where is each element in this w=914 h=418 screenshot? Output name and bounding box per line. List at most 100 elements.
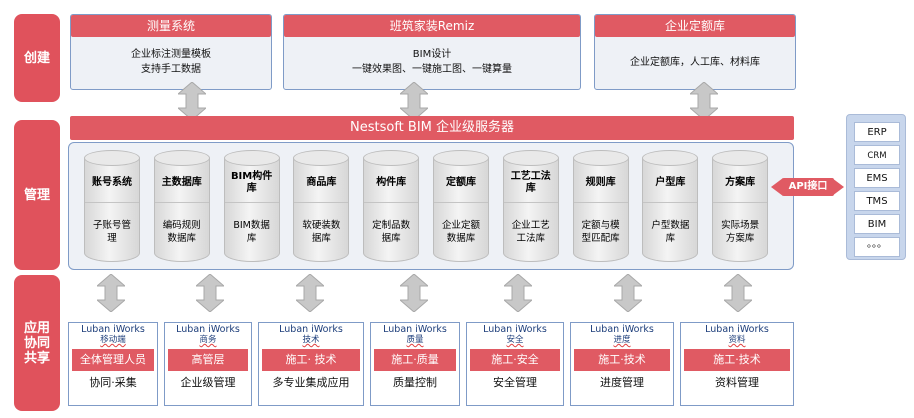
database-name: 商品库 — [294, 158, 349, 203]
app-title: Luban iWorks — [383, 324, 447, 335]
app-title: Luban iWorks — [279, 324, 343, 335]
side-label-create: 创建 — [14, 14, 60, 102]
app-title: Luban iWorks — [483, 324, 547, 335]
app-function: 企业级管理 — [180, 376, 236, 389]
double-arrow-icon — [178, 82, 206, 120]
database-cylinder: 商品库软硬装数 据库 — [293, 150, 350, 262]
double-arrow-icon — [196, 274, 224, 312]
cylinder-body: 定额库企业定额 数据库 — [432, 158, 489, 262]
database-desc: 定额与模 型匹配库 — [581, 220, 620, 244]
external-system-item: BIM — [854, 214, 900, 234]
external-system-item: TMS — [854, 191, 900, 211]
top-panel-quota: 企业定额库 企业定额库，人工库、材料库 — [594, 14, 796, 90]
external-system-item: 。。。 — [854, 237, 900, 257]
top-panel-line: 一键效果图、一键施工图、一键算量 — [352, 64, 512, 75]
arrow-left-icon — [771, 178, 783, 196]
cylinder-cap — [363, 150, 420, 166]
app-role: 施工·技术 — [574, 349, 670, 371]
server-title-bar: Nestsoft BIM 企业级服务器 — [70, 116, 794, 140]
app-role: 施工· 技术 — [262, 349, 360, 371]
app-subtitle: 技术 — [302, 335, 320, 345]
app-box-progress: Luban iWorks 进度 施工·技术 进度管理 — [570, 322, 674, 406]
app-subtitle: 安全 — [506, 335, 524, 345]
cylinder-cap — [502, 150, 559, 166]
app-title: Luban iWorks — [705, 324, 769, 335]
app-title: Luban iWorks — [590, 324, 654, 335]
database-cylinder: BIM构件 库 BIM数据 库 — [223, 150, 280, 262]
external-system-item: EMS — [854, 168, 900, 188]
api-interface-label: API接口 — [782, 178, 834, 196]
database-desc: 企业定额 数据库 — [441, 220, 480, 244]
cylinder-body: BIM构件 库 BIM数据 库 — [223, 158, 280, 262]
app-subtitle: 商务 — [199, 335, 217, 345]
database-row: 账号系统子账号管 理 主数据库编码规则 数据库 BIM构件 库 BIM数据 库 商… — [84, 150, 769, 262]
app-subtitle: 进度 — [613, 335, 631, 345]
top-panel-title: 班筑家装Remiz — [284, 15, 580, 37]
database-cylinder: 工艺工法 库企业工艺 工法库 — [502, 150, 559, 262]
app-role: 施工·质量 — [374, 349, 456, 371]
double-arrow-icon — [400, 274, 428, 312]
cylinder-cap — [153, 150, 210, 166]
double-arrow-icon — [614, 274, 642, 312]
cylinder-cap — [712, 150, 769, 166]
app-function: 资料管理 — [715, 376, 759, 389]
app-role: 全体管理人员 — [72, 349, 154, 371]
database-cylinder: 主数据库编码规则 数据库 — [153, 150, 210, 262]
top-panel-body: 企业标注测量模板 支持手工数据 — [71, 37, 271, 87]
app-function: 进度管理 — [600, 376, 644, 389]
app-subtitle: 资料 — [728, 335, 746, 345]
app-title: Luban iWorks — [81, 324, 145, 335]
app-function: 协同·采集 — [89, 376, 137, 389]
cylinder-cap — [642, 150, 699, 166]
top-panel-remiz: 班筑家装Remiz BIM设计 一键效果图、一键施工图、一键算量 — [283, 14, 581, 90]
database-cylinder: 户型库户型数据 库 — [642, 150, 699, 262]
database-name: BIM构件 库 — [224, 158, 279, 203]
top-panel-line: BIM设计 — [412, 49, 452, 60]
top-panel-line: 企业定额库，人工库、材料库 — [630, 56, 760, 68]
double-arrow-icon — [296, 274, 324, 312]
database-desc: 户型数据 库 — [651, 220, 690, 244]
app-box-quality: Luban iWorks 质量 施工·质量 质量控制 — [370, 322, 460, 406]
database-cylinder: 账号系统子账号管 理 — [84, 150, 140, 262]
cylinder-body: 主数据库编码规则 数据库 — [153, 158, 210, 262]
cylinder-cap — [572, 150, 629, 166]
database-desc: BIM数据 库 — [233, 220, 270, 244]
top-panel-title: 企业定额库 — [595, 15, 795, 37]
app-role: 施工·技术 — [684, 349, 790, 371]
database-name: 户型库 — [643, 158, 698, 203]
cylinder-body: 方案库实际场景 方案库 — [712, 158, 769, 262]
app-box-mobile: Luban iWorks 移动端 全体管理人员 协同·采集 — [68, 322, 158, 406]
external-systems-panel: ERP CRM EMS TMS BIM 。。。 — [846, 114, 906, 260]
database-cylinder: 构件库定制品数 据库 — [363, 150, 420, 262]
database-name: 方案库 — [713, 158, 768, 203]
cylinder-body: 规则库定额与模 型匹配库 — [572, 158, 629, 262]
database-desc: 企业工艺 工法库 — [511, 220, 550, 244]
database-name: 规则库 — [573, 158, 628, 203]
top-panel-body: BIM设计 一键效果图、一键施工图、一键算量 — [284, 37, 580, 87]
database-name: 账号系统 — [85, 158, 139, 203]
top-panel-body: 企业定额库，人工库、材料库 — [595, 37, 795, 87]
app-title: Luban iWorks — [176, 324, 240, 335]
side-label-manage: 管理 — [14, 120, 60, 270]
app-function: 多专业集成应用 — [272, 376, 350, 389]
app-box-technology: Luban iWorks 技术 施工· 技术 多专业集成应用 — [258, 322, 364, 406]
cylinder-body: 工艺工法 库企业工艺 工法库 — [502, 158, 559, 262]
top-panel-title: 测量系统 — [71, 15, 271, 37]
app-subtitle: 质量 — [406, 335, 424, 345]
app-function: 质量控制 — [393, 376, 437, 389]
database-name: 构件库 — [364, 158, 419, 203]
database-desc: 软硬装数 据库 — [302, 220, 341, 244]
cylinder-cap — [432, 150, 489, 166]
double-arrow-icon — [690, 82, 718, 120]
cylinder-cap — [293, 150, 350, 166]
app-role: 高管层 — [168, 349, 248, 371]
database-name: 工艺工法 库 — [503, 158, 558, 203]
top-panel-measure: 测量系统 企业标注测量模板 支持手工数据 — [70, 14, 272, 90]
database-name: 主数据库 — [154, 158, 209, 203]
top-panel-line: 支持手工数据 — [141, 64, 201, 75]
cylinder-body: 账号系统子账号管 理 — [84, 158, 140, 262]
database-desc: 子账号管 理 — [92, 220, 131, 244]
cylinder-body: 构件库定制品数 据库 — [363, 158, 420, 262]
cylinder-body: 户型库户型数据 库 — [642, 158, 699, 262]
double-arrow-icon — [504, 274, 532, 312]
